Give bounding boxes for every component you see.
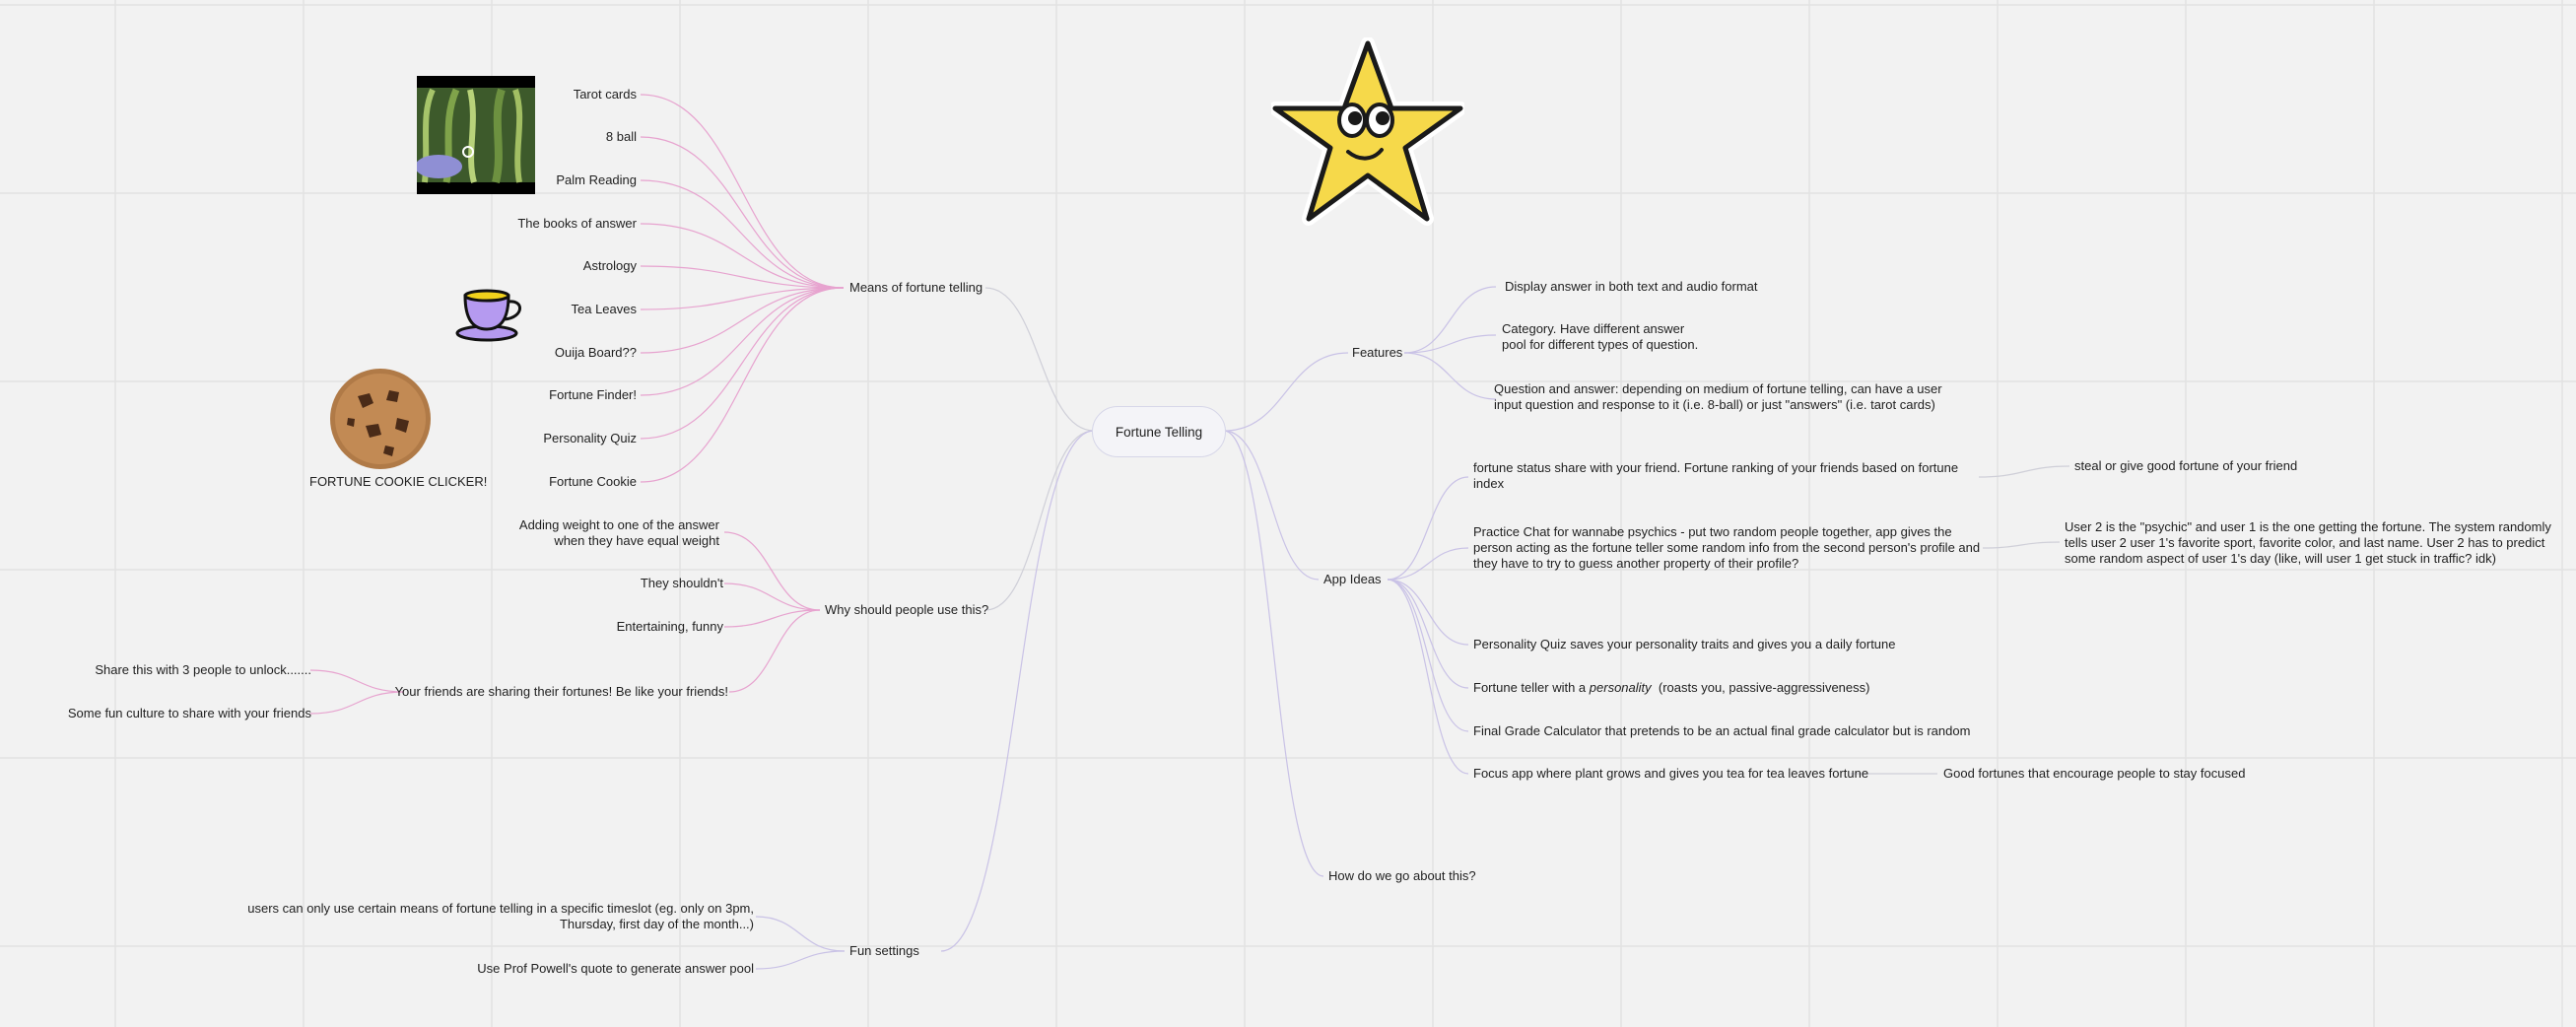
connector-why-item: [723, 609, 821, 628]
features-node[interactable]: Features: [1352, 345, 1403, 360]
connector-why-item: [723, 582, 821, 611]
connector-friends-culture: [309, 691, 405, 715]
app-idea-grade-calculator[interactable]: Final Grade Calculator that pretends to …: [1473, 723, 1971, 738]
connector-means-item: [640, 287, 845, 440]
means-item-astrology[interactable]: Astrology: [582, 258, 637, 273]
cookie-clicker-label[interactable]: FORTUNE COOKIE CLICKER!: [309, 474, 488, 489]
connector-app-idea: [1387, 547, 1469, 581]
connector-means-item: [640, 287, 845, 310]
means-item-books[interactable]: The books of answer: [517, 216, 637, 231]
means-item-finder[interactable]: Fortune Finder!: [549, 387, 637, 402]
app-idea-psychic-sub[interactable]: User 2 is the "psychic" and user 1 is th…: [2065, 519, 2551, 566]
connector-root-how: [1223, 430, 1324, 877]
connector-root-means: [984, 287, 1095, 432]
why-node[interactable]: Why should people use this?: [825, 602, 989, 617]
connector-share-sub: [1978, 465, 2070, 478]
connector-fun-powell: [755, 950, 846, 970]
root-node[interactable]: Fortune Telling: [1092, 406, 1226, 457]
star-sticker[interactable]: [1268, 36, 1467, 236]
connector-app-idea: [1387, 579, 1469, 646]
connector-app-idea: [1387, 579, 1469, 775]
app-idea-practice-chat[interactable]: Practice Chat for wannabe psychics - put…: [1473, 524, 1981, 571]
connector-root-why: [984, 430, 1095, 611]
connector-app-idea: [1387, 579, 1469, 732]
connector-means-item: [640, 265, 845, 289]
why-item-shouldnt[interactable]: They shouldn't: [640, 576, 723, 590]
connector-means-item: [640, 94, 845, 289]
means-item-8ball[interactable]: 8 ball: [605, 129, 637, 144]
connector-why-friends: [728, 609, 821, 693]
means-item-tarot[interactable]: Tarot cards: [573, 87, 637, 102]
friends-item-culture[interactable]: Some fun culture to share with your frie…: [67, 706, 311, 720]
tarot-card-image[interactable]: [415, 76, 535, 194]
means-item-quiz[interactable]: Personality Quiz: [543, 431, 637, 445]
connector-friends-share: [309, 669, 405, 693]
why-item-weight[interactable]: Adding weight to one of the answer when …: [518, 517, 719, 548]
cookie-clicker-image[interactable]: [328, 367, 433, 476]
friends-item-share[interactable]: Share this with 3 people to unlock......…: [95, 662, 311, 677]
connector-means-item: [640, 287, 845, 354]
fun-settings-node[interactable]: Fun settings: [849, 943, 919, 958]
fun-item-timeslot[interactable]: users can only use certain means of fort…: [247, 901, 754, 931]
connector-app-idea: [1387, 579, 1469, 689]
means-item-palm[interactable]: Palm Reading: [556, 172, 637, 187]
means-node[interactable]: Means of fortune telling: [849, 280, 983, 295]
connector-root-features: [1223, 352, 1349, 432]
connector-fun-timeslot: [755, 916, 846, 952]
connector-feature-item: [1403, 352, 1497, 400]
app-idea-fortune-teller-personality[interactable]: Fortune teller with a personality (roast…: [1473, 680, 1869, 696]
fun-item-powell[interactable]: Use Prof Powell's quote to generate answ…: [477, 961, 754, 976]
app-idea-focus-sub[interactable]: Good fortunes that encourage people to s…: [1943, 766, 2246, 781]
connector-means-item: [640, 287, 845, 396]
connector-root-fun: [940, 430, 1095, 952]
means-item-tea[interactable]: Tea Leaves: [571, 302, 638, 316]
connector-app-idea: [1387, 476, 1469, 581]
app-idea-personality-quiz[interactable]: Personality Quiz saves your personality …: [1473, 637, 1896, 651]
connector-means-item: [640, 287, 845, 483]
personality-prefix: Fortune teller with a: [1473, 680, 1590, 695]
connector-feature-item: [1403, 286, 1497, 354]
feature-item-category[interactable]: Category. Have different answer pool for…: [1502, 321, 1699, 352]
tarot-art-icon: [415, 88, 535, 183]
app-idea-share-sub[interactable]: steal or give good fortune of your frien…: [2074, 458, 2298, 473]
connector-root-app-ideas: [1223, 430, 1320, 581]
feature-item-question[interactable]: Question and answer: depending on medium…: [1494, 381, 1942, 412]
connector-means-item: [640, 136, 845, 289]
connector-feature-item: [1403, 334, 1497, 354]
personality-suffix: (roasts you, passive-aggressiveness): [1651, 680, 1870, 695]
means-item-cookie[interactable]: Fortune Cookie: [549, 474, 637, 489]
connector-means-item: [640, 223, 845, 289]
app-idea-share[interactable]: fortune status share with your friend. F…: [1473, 460, 1959, 491]
teacup-icon: [455, 286, 526, 348]
connector-psychic-sub: [1982, 541, 2061, 549]
connector-why-item: [723, 531, 821, 611]
personality-emphasis: personality: [1589, 680, 1652, 695]
connector-means-item: [640, 179, 845, 289]
app-idea-focus[interactable]: Focus app where plant grows and gives yo…: [1473, 766, 1869, 781]
app-ideas-node[interactable]: App Ideas: [1323, 572, 1382, 586]
feature-item-audio[interactable]: Display answer in both text and audio fo…: [1505, 279, 1758, 294]
means-item-ouija[interactable]: Ouija Board??: [554, 345, 637, 360]
why-item-entertaining[interactable]: Entertaining, funny: [616, 619, 723, 634]
how-node[interactable]: How do we go about this?: [1328, 868, 1476, 883]
why-item-friends[interactable]: Your friends are sharing their fortunes!…: [394, 684, 728, 699]
